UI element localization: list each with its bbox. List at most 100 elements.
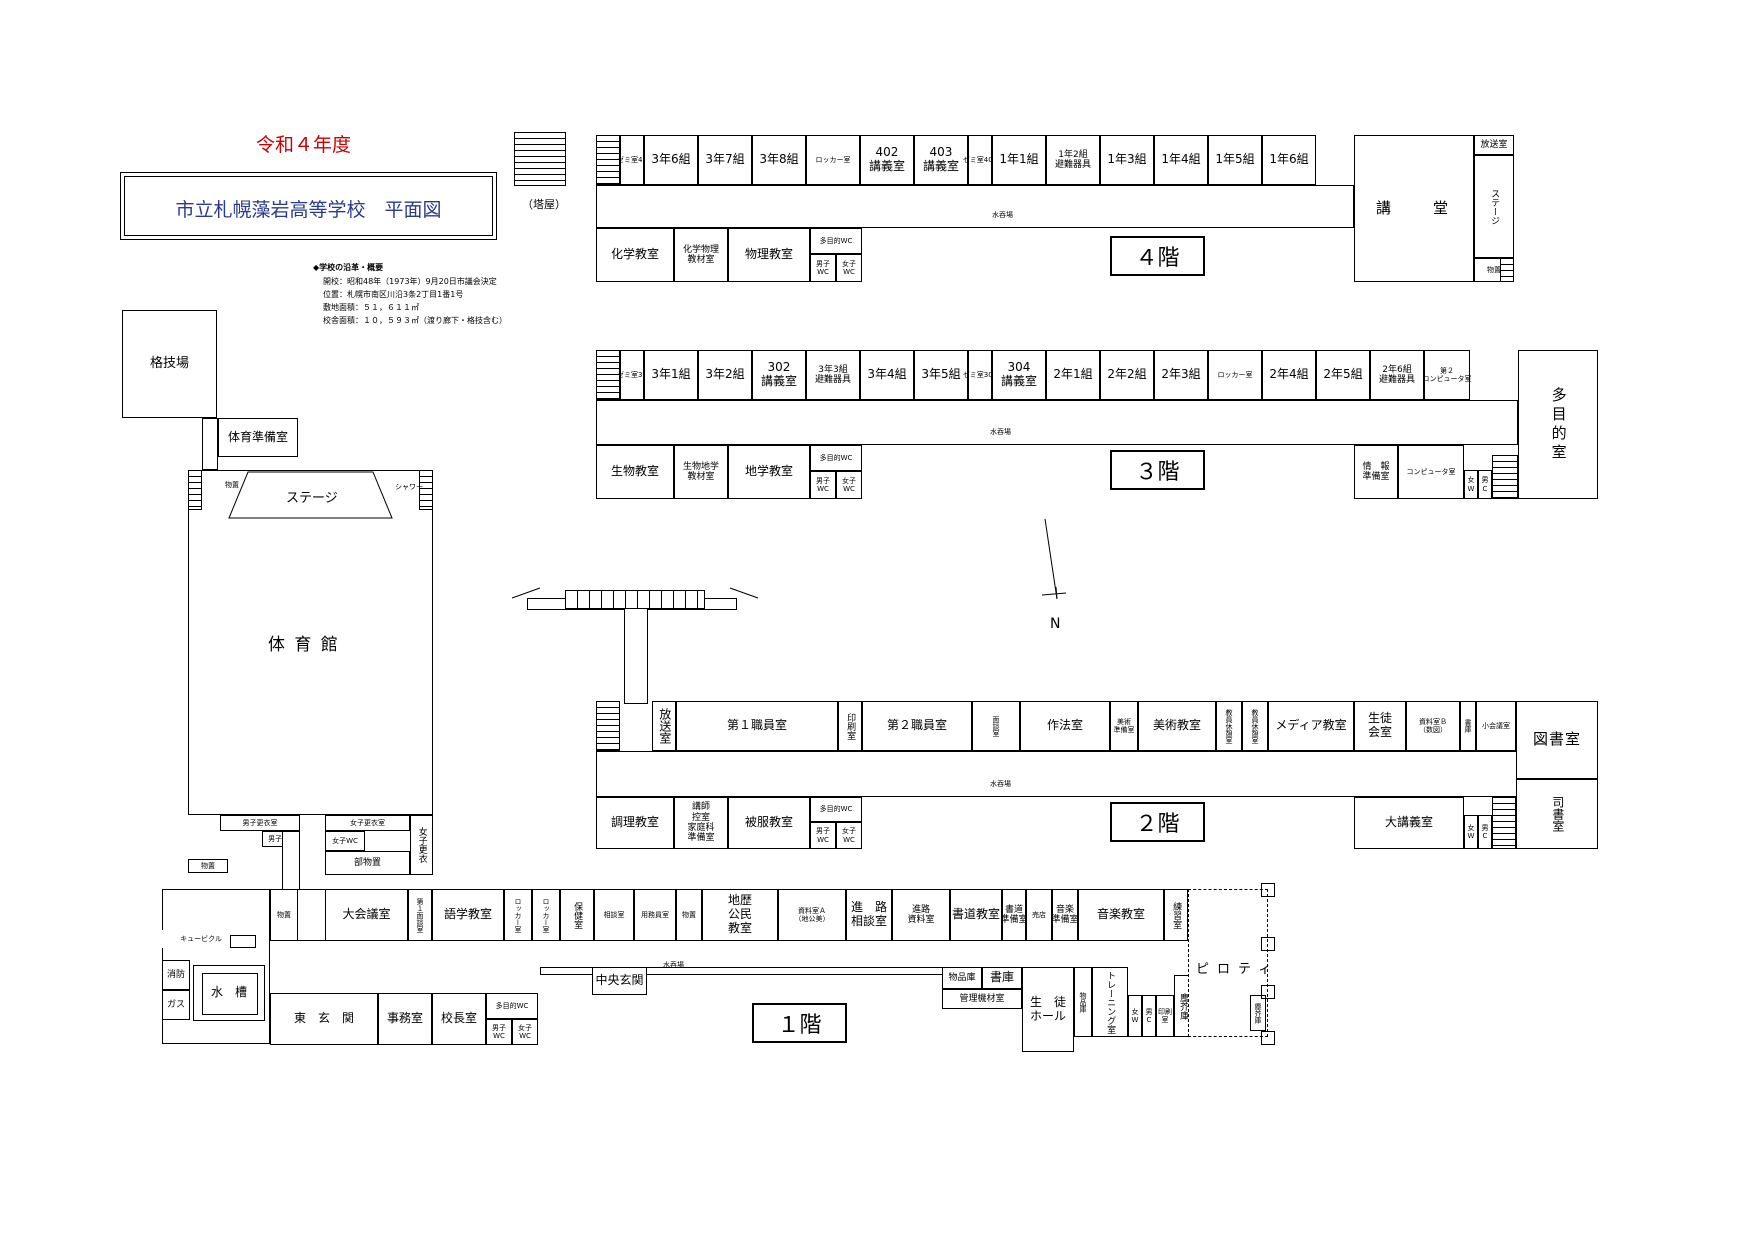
room-cell: 1年2組 避難器具 [1046, 135, 1100, 185]
library-room: 図書室 [1516, 701, 1598, 779]
admin-equipment: 管理機材室 [942, 989, 1022, 1009]
corridor [596, 751, 1518, 797]
room-cell: 放送室 [652, 701, 676, 751]
room-cell: 3年5組 [914, 350, 968, 400]
stair [596, 135, 620, 185]
room-cell: 進 路 相談室 [846, 889, 892, 941]
room-cell: 相談室 [594, 889, 634, 941]
room-cell: 302 講義室 [752, 350, 806, 400]
room-cell: 2年4組 [1262, 350, 1316, 400]
women-locker-vertical: 女子更衣 [410, 815, 433, 875]
men-wc: 男 C [1478, 470, 1492, 499]
water-tank: 水 槽 [193, 965, 265, 1021]
training-room: トレーニング室 [1092, 967, 1128, 1037]
stage-area: ステージ [1474, 155, 1514, 258]
room-cell: ロッカー室 [504, 889, 532, 941]
men-wc: 男 C [1142, 995, 1156, 1037]
room-cell: 大会議室 [325, 889, 408, 941]
stair [596, 350, 620, 400]
men-locker: 男子更衣室 [220, 815, 300, 831]
room-cell: 2年1組 [1046, 350, 1100, 400]
room-cell: 女子 WC [836, 822, 862, 849]
room-cell: 403 講義室 [914, 135, 968, 185]
room-cell: 校長室 [432, 993, 486, 1045]
stair [596, 701, 620, 751]
tower-stair [514, 132, 566, 186]
club-storage: 部物置 [325, 851, 410, 875]
info-line: 開校：昭和48年（1973年）9月20日市議会決定 [323, 277, 497, 286]
room-cell: メディア教室 [1268, 701, 1354, 751]
library-books: 書庫 [982, 967, 1022, 989]
room-cell: 物置 [270, 889, 298, 941]
room-cell: ロッカー室 [532, 889, 560, 941]
multipurpose-room: 多目的室 [1518, 350, 1598, 499]
room-cell: 小会議室 [1476, 701, 1516, 751]
room-cell: 進路 資料室 [892, 889, 950, 941]
room-cell: 生物地学 教材室 [674, 445, 728, 499]
stair [1492, 455, 1518, 499]
lecture-room: 大講義室 [1354, 797, 1464, 849]
compass-arrow [1041, 518, 1067, 600]
info-block: ◆学校の沿革・概要 開校：昭和48年（1973年）9月20日市議会決定 位置：札… [313, 262, 507, 325]
room-cell: 語学教室 [432, 889, 504, 941]
cubicle-room: キュービクル [162, 930, 240, 948]
room-cell: 生物教室 [596, 445, 674, 499]
room-cell: 多目的WC [486, 993, 538, 1019]
room-cell: ロッカー室 [1208, 350, 1262, 400]
room-cell: 事務室 [378, 993, 432, 1045]
room-cell: 生徒 会室 [1354, 701, 1406, 751]
room-cell: 美術教室 [1138, 701, 1216, 751]
room-cell: ロッカー室 [806, 135, 860, 185]
stair [1500, 258, 1514, 282]
room-cell: 書道 準備室 [1001, 889, 1028, 941]
floor-label-1: １階 [752, 1003, 847, 1043]
stair [419, 470, 433, 510]
room-cell: 女子 WC [512, 1019, 538, 1045]
women-wc: 女子WC [325, 831, 365, 851]
room-cell: 化学教室 [596, 228, 674, 282]
room-cell: 地歴 公民 教室 [702, 889, 778, 941]
printing-room: 印刷室 [1156, 995, 1174, 1037]
water-fountain: 水吞場 [992, 211, 1013, 219]
stair [188, 470, 202, 510]
room-cell: 物理教室 [728, 228, 810, 282]
room-cell: 教員休憩室 [1242, 701, 1268, 751]
storage-room: 物置 [225, 481, 239, 489]
room-cell: 作法室 [1020, 701, 1110, 751]
room-cell: 第２職員室 [862, 701, 972, 751]
floor-label-3: ３階 [1110, 450, 1205, 490]
room-cell: 2年2組 [1100, 350, 1154, 400]
storage2: 物品庫 [1074, 967, 1092, 1037]
women-wc: 女 W [1464, 815, 1478, 849]
room-cell: 練習室 [1164, 889, 1188, 941]
trash-storage: 塵芥庫 [1250, 995, 1266, 1031]
stair [1492, 797, 1516, 849]
title-box: 市立札幌藻岩高等学校 平面図 [120, 172, 497, 240]
water-fountain: 水吞場 [990, 780, 1011, 788]
room-cell: 第２ コンピュータ室 [1423, 350, 1472, 400]
fire-room: 消防 [162, 960, 190, 990]
water-fountain: 水吞場 [990, 428, 1011, 436]
info-heading: ◆学校の沿革・概要 [313, 263, 384, 272]
room-cell: 多目的WC [810, 228, 862, 254]
info-prep-room: 情 報 準備室 [1354, 445, 1398, 499]
room-cell: 3年1組 [644, 350, 698, 400]
storage-outdoor: 物置 [188, 859, 228, 873]
room-cell: 1年6組 [1262, 135, 1316, 185]
shower-room: シャワー [395, 483, 423, 491]
room-cell: 402 講義室 [860, 135, 914, 185]
room-cell: 第１面談室 [408, 889, 432, 941]
hall-room: 講 堂 [1354, 135, 1474, 282]
central-entrance: 中央玄関 [592, 967, 647, 995]
cubicle-box [230, 935, 256, 948]
room-cell: 被服教室 [728, 797, 810, 849]
women-locker: 女子更衣室 [325, 815, 410, 831]
room-cell: 美術 準備室 [1110, 701, 1138, 751]
room-cell: 男子 WC [810, 822, 836, 849]
info-line: 位置：札幌市南区川沿3条2丁目1番1号 [323, 290, 464, 299]
room-cell: 2年3組 [1154, 350, 1208, 400]
room-cell: 女子 WC [836, 471, 862, 499]
room-cell: 用務員室 [634, 889, 676, 941]
gym-label: 体 育 館 [268, 635, 340, 655]
page-title: 市立札幌藻岩高等学校 平面図 [175, 199, 442, 221]
